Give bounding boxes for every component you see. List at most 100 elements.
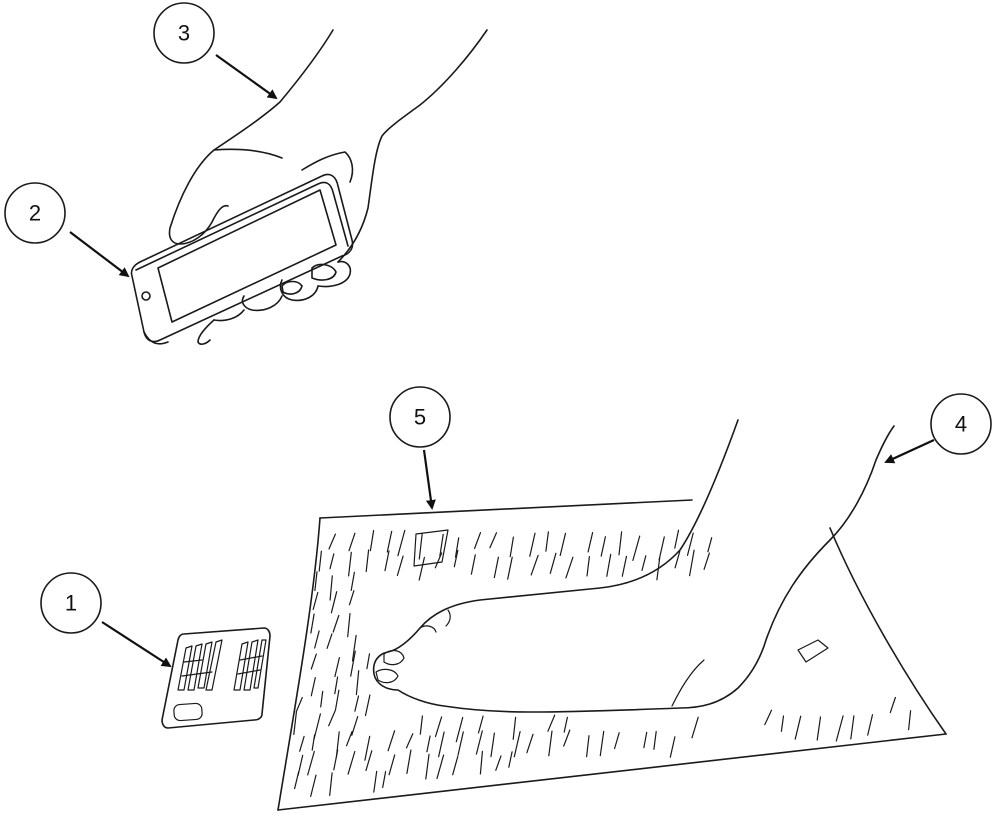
mat-hatch-stroke [545,531,550,552]
mat-hatch-stroke [425,753,430,780]
mat-hatch-stroke [426,735,431,753]
callout-1: 1 [40,572,172,668]
mat-hatch-stroke [346,730,353,747]
mat-hatch-stroke [348,551,352,577]
mat-hatch-stroke [326,633,333,649]
mat-hatch-stroke [559,532,567,557]
mat-hatch-stroke [835,715,844,742]
callout-label-4: 4 [955,412,967,437]
mat-hatch-stroke [347,750,356,775]
mat-hatch-stroke [334,656,340,678]
mat-hatch-stroke [599,730,605,757]
mat-hatch-stroke [530,554,539,576]
mat-hatch-stroke [490,732,495,758]
mat-hatch-stroke [513,730,521,758]
mat-hatch-stroke [334,689,340,711]
callout-arrow-2 [69,231,130,278]
mat-hatch-stroke [314,571,318,592]
mat-hatch-stroke [373,770,378,793]
mat-marker-top [413,529,449,567]
callout-arrow-5 [422,449,436,510]
mat-hatch-stroke [867,714,874,736]
smartphone [130,173,354,345]
mat-marker-right [797,639,829,663]
mat-hatch-stroke [382,770,387,789]
callout-circle-4 [930,393,992,455]
mat-hatch-stroke [643,731,648,749]
mat-hatch-stroke [453,549,459,568]
mat-hatch-stroke [613,732,620,750]
mat-hatch-stroke [310,653,317,670]
mat-hatch-stroke [586,555,591,577]
mat-hatch-stroke [563,716,569,733]
mat-hatch-stroke [396,555,404,577]
mat-hatch-stroke [387,730,396,752]
mat-hatch-stroke [311,734,316,751]
mat-hatch-stroke [850,715,855,740]
callout-2: 2 [4,182,130,278]
mat-hatch-stroke [470,554,476,575]
mat-hatch-stroke [386,530,393,553]
mat-hatch-stroke [907,710,912,731]
mat-hatch-stroke [369,529,375,552]
mat-hatch-stroke [454,537,460,558]
callout-arrow-1 [101,621,172,668]
mat-hatch-stroke [418,532,423,560]
mat-hatch-stroke [508,751,513,768]
mat-hatch-stroke [780,715,785,732]
mat-hatch-stroke [587,531,594,553]
callout-circle-5 [389,386,451,448]
callout-circle-3 [153,2,215,64]
callout-label-1: 1 [65,591,77,616]
mat-hatch-stroke [688,549,695,577]
mat-hatch-stroke [333,749,339,771]
mat-hatch-stroke [621,555,628,577]
mat-hatch-stroke [889,696,897,714]
mat-hatch-stroke [585,735,590,758]
foot [372,419,895,713]
mat-hatch-stroke [674,529,680,549]
mat-hatch-stroke [691,716,699,739]
mat-hatch-stroke [686,532,694,557]
mat-hatch-stroke [365,750,373,772]
test-card [161,627,271,729]
mat-hatch-stroke [294,771,300,790]
mat-hatch-stroke [350,650,356,677]
mat-hatch-stroke [434,716,443,738]
mat-hatch-stroke [474,531,482,550]
mat-hatch-stroke [529,532,536,557]
mat-hatch-stroke [764,709,773,726]
mat-hatch-stroke [455,716,464,743]
mat-hatch-stroke [489,532,498,549]
mat-hatch-stroke [328,709,336,727]
toenail-big [383,649,405,666]
mat-hatch-stroke [307,750,315,776]
mat-hatch-stroke [439,533,444,558]
mat-hatch-stroke [310,774,317,798]
toenail [375,668,399,684]
callout-label-2: 2 [29,201,41,226]
callout-5: 5 [389,386,451,510]
mat-hatch-stroke [299,735,305,752]
mat-hatch-stroke [320,690,324,708]
mat-hatch-stroke [328,533,336,550]
phone-camera [141,291,151,301]
mat-hatch-stroke [653,730,657,750]
mat-hatch-stroke [658,536,665,561]
mat-hatch-stroke [549,552,557,574]
mat-hatch-stroke [406,749,412,775]
mat-hatch-stroke [434,552,443,569]
mat-hatch-stroke [314,630,320,649]
callout-arrow-4 [884,439,935,464]
callout-3: 3 [153,2,278,100]
mat-hatch-stroke [816,716,822,741]
mat-hatch-stroke [794,715,802,740]
mat-hatch-stroke [295,696,303,713]
mat-hatch-stroke [334,676,339,695]
mat-hatch-stroke [329,772,333,797]
mat-hatch-stroke [405,733,414,749]
mat-hatch-stroke [354,695,360,712]
mat-hatch-stroke [312,591,319,611]
mat-hatch-stroke [674,550,681,569]
mat-hatch-stroke [495,755,502,771]
